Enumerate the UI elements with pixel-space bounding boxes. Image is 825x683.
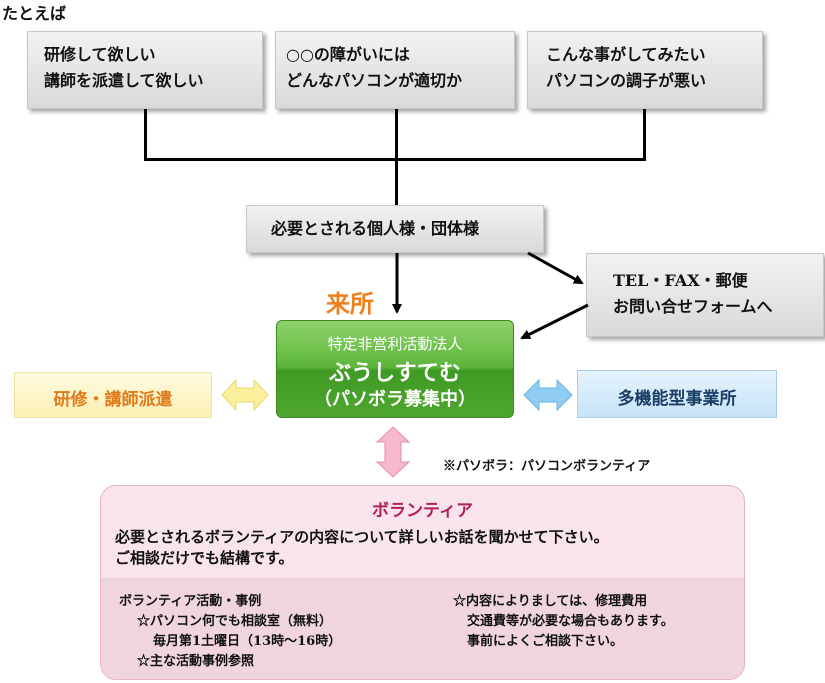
arrow-contact-to-center xyxy=(520,303,589,340)
top-box-1: 研修して欲しい 講師を派遣して欲しい xyxy=(27,31,263,109)
volunteer-left-4: ☆主な活動事例参照 xyxy=(137,654,255,669)
center-box: 特定非営利活動法人 ぶうしすてむ （パソボラ募集中） xyxy=(276,320,514,418)
right-box: 多機能型事業所 xyxy=(577,370,777,418)
double-arrow-vertical xyxy=(375,426,411,478)
volunteer-panel-lower xyxy=(101,578,744,679)
arrow-to-contact xyxy=(527,251,584,285)
center-line1: 特定非営利活動法人 xyxy=(327,335,463,353)
center-line3: （パソボラ募集中） xyxy=(314,389,476,410)
connector-center-drop xyxy=(395,109,398,205)
volunteer-left-1: ボランティア活動・事例 xyxy=(119,594,262,609)
center-line2: ぶうしすてむ xyxy=(329,360,461,386)
top-box-2: ○○の障がいには どんなパソコンが適切か xyxy=(275,31,515,109)
contact-box: TEL・FAX・郵便 お問い合せフォームへ xyxy=(586,253,824,337)
volunteer-desc-1: 必要とされるボランティアの内容について詳しいお話を聞かせて下さい。 xyxy=(115,528,609,546)
volunteer-title: ボランティア xyxy=(372,501,473,521)
pasobora-note: ※パソボラ：パソコンボランティア xyxy=(443,459,651,474)
volunteer-left-2: ☆パソコン何でも相談室（無料） xyxy=(137,614,333,629)
top-box-1-line1: 研修して欲しい xyxy=(44,45,156,64)
heading: たとえば xyxy=(2,4,67,23)
top-box-1-line2: 講師を派遣して欲しい xyxy=(44,71,204,90)
volunteer-left-3: 毎月第1土曜日（13時～16時） xyxy=(153,634,342,649)
middle-box: 必要とされる個人様・団体様 xyxy=(246,205,544,253)
top-box-2-line2: どんなパソコンが適切か xyxy=(286,71,463,90)
top-box-3: こんな事がしてみたい パソコンの調子が悪い xyxy=(527,31,763,109)
left-box: 研修・講師派遣 xyxy=(14,372,212,418)
volunteer-right-2: 交通費等が必要な場合もあります。 xyxy=(467,614,674,629)
volunteer-panel: ボランティア 必要とされるボランティアの内容について詳しいお話を聞かせて下さい。… xyxy=(100,485,745,680)
top-box-3-line2: パソコンの調子が悪い xyxy=(546,71,707,90)
top-box-3-line1: こんな事がしてみたい xyxy=(546,45,706,64)
double-arrow-right xyxy=(523,378,573,412)
volunteer-desc-2: ご相談だけでも結構です。 xyxy=(115,549,294,567)
visit-label: 来所 xyxy=(326,289,374,318)
contact-box-line2: お問い合せフォームへ xyxy=(613,297,773,316)
right-box-label: 多機能型事業所 xyxy=(617,389,737,409)
connector-right-drop xyxy=(643,109,646,161)
double-arrow-left xyxy=(221,378,269,412)
left-box-label: 研修・講師派遣 xyxy=(53,390,173,410)
contact-box-line1: TEL・FAX・郵便 xyxy=(613,271,748,290)
connector-left-drop xyxy=(144,109,147,161)
top-box-2-line1: ○○の障がいには xyxy=(286,45,410,64)
middle-box-label: 必要とされる個人様・団体様 xyxy=(271,219,480,238)
volunteer-right-3: 事前によくご相談下さい。 xyxy=(467,634,624,649)
volunteer-right-1: ☆内容によりましては、修理費用 xyxy=(453,594,648,609)
